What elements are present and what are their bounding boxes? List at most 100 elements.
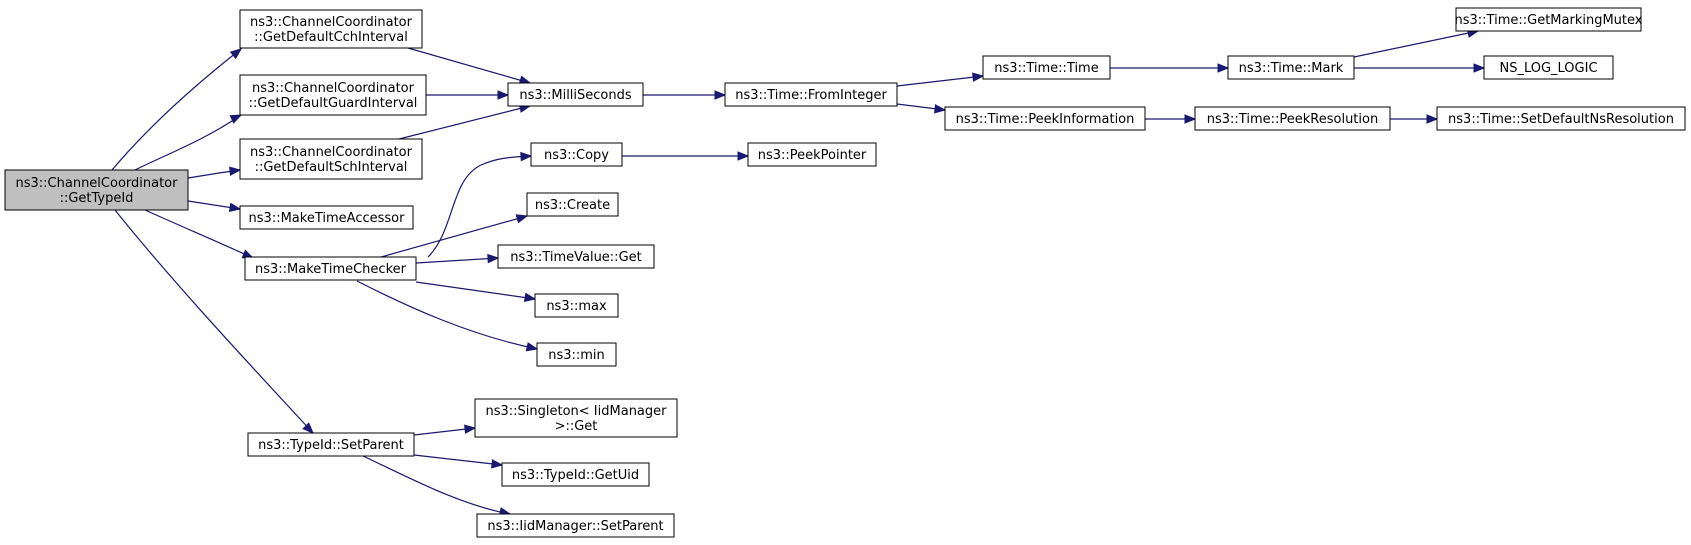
node-box[interactable] (476, 513, 675, 538)
edge-arrowhead (497, 90, 510, 100)
node-peekResolution[interactable]: ns3::Time::PeekResolution (1194, 106, 1391, 131)
edge-arrowhead (520, 151, 533, 162)
edge-arrowhead (491, 459, 504, 469)
node-label: ns3::MilliSeconds (519, 88, 632, 103)
nodes-layer: ns3::ChannelCoordinator::GetTypeIdns3::C… (4, 7, 1686, 538)
node-singletonGet[interactable]: ns3::Singleton< IidManager >::Get (474, 398, 678, 438)
node-box[interactable] (507, 82, 644, 107)
node-label: ns3::PeekPointer (758, 148, 867, 163)
edge-getTypeId-to-makeTimeChecker (144, 209, 255, 259)
edge-line (415, 281, 536, 300)
node-label: ns3::max (546, 299, 607, 314)
node-copy[interactable]: ns3::Copy (530, 142, 623, 167)
node-label: ns3::min (548, 348, 605, 363)
node-label: ::GetDefaultSchInterval (255, 160, 408, 175)
node-box[interactable] (1227, 55, 1355, 80)
edge-arrowhead (302, 422, 314, 434)
node-setDefaultNsRes[interactable]: ns3::Time::SetDefaultNsResolution (1436, 106, 1686, 131)
edge-fromInteger-to-peekInformation (896, 103, 947, 114)
edges-layer (111, 28, 1486, 517)
node-label: ns3::ChannelCoordinator (16, 176, 179, 191)
node-nsLogLogic[interactable]: NS_LOG_LOGIC (1483, 55, 1614, 80)
node-getDefaultCch[interactable]: ns3::ChannelCoordinator::GetDefaultCchIn… (239, 9, 423, 49)
node-box[interactable] (4, 169, 189, 211)
node-box[interactable] (747, 142, 877, 167)
node-box[interactable] (239, 138, 423, 180)
node-box[interactable] (247, 432, 415, 457)
edge-line (362, 455, 511, 515)
node-peekPointer[interactable]: ns3::PeekPointer (747, 142, 877, 167)
edge-getTypeId-to-setParent (114, 209, 314, 434)
node-box[interactable] (474, 398, 678, 438)
edge-makeTimeChecker-to-create (380, 214, 529, 258)
node-box[interactable] (1194, 106, 1391, 131)
node-setParent[interactable]: ns3::TypeId::SetParent (247, 432, 415, 457)
edge-arrowhead (737, 151, 750, 161)
node-box[interactable] (534, 293, 619, 318)
node-box[interactable] (530, 142, 623, 167)
node-box[interactable] (239, 74, 427, 116)
node-label: ns3::Singleton< IidManager (485, 404, 667, 419)
node-box[interactable] (501, 462, 650, 487)
node-milliSeconds[interactable]: ns3::MilliSeconds (507, 82, 644, 107)
node-label: ns3::Copy (544, 148, 609, 163)
node-label: ns3::Time::FromInteger (735, 88, 887, 103)
edge-arrowhead (1217, 63, 1230, 73)
edge-makeTimeChecker-to-timeValueGet (415, 253, 500, 264)
node-min[interactable]: ns3::min (536, 342, 617, 367)
node-label: ns3::Time::SetDefaultNsResolution (1448, 112, 1674, 127)
node-box[interactable] (1436, 106, 1686, 131)
node-timeTime[interactable]: ns3::Time::Time (982, 55, 1111, 80)
edge-line (134, 114, 242, 171)
node-getUid[interactable]: ns3::TypeId::GetUid (501, 462, 650, 487)
node-timeMark[interactable]: ns3::Time::Mark (1227, 55, 1355, 80)
edge-arrowhead (229, 114, 243, 124)
node-max[interactable]: ns3::max (534, 293, 619, 318)
node-getDefaultGuard[interactable]: ns3::ChannelCoordinator::GetDefaultGuard… (239, 74, 427, 116)
node-makeTimeAccessor[interactable]: ns3::MakeTimeAccessor (239, 205, 414, 230)
node-box[interactable] (724, 82, 898, 107)
node-box[interactable] (1483, 55, 1614, 80)
node-box[interactable] (536, 342, 617, 367)
edge-makeTimeChecker-to-copy (427, 151, 533, 258)
node-label: ns3::TypeId::SetParent (258, 438, 404, 453)
node-label: ns3::Time::Mark (1239, 61, 1344, 76)
node-box[interactable] (497, 244, 655, 269)
edge-line (111, 48, 242, 171)
node-box[interactable] (244, 256, 417, 281)
node-box[interactable] (239, 9, 423, 49)
node-label: ns3::Create (535, 198, 610, 213)
node-box[interactable] (944, 106, 1146, 131)
edge-arrowhead (464, 424, 477, 434)
edge-arrowhead (714, 90, 727, 100)
node-fromInteger[interactable]: ns3::Time::FromInteger (724, 82, 898, 107)
edge-timeMark-to-nsLogLogic (1354, 63, 1486, 73)
edge-getTypeId-to-getDefaultGuard (134, 114, 243, 171)
node-label: ns3::Time::PeekResolution (1207, 112, 1378, 127)
node-create[interactable]: ns3::Create (526, 192, 619, 217)
node-peekInformation[interactable]: ns3::Time::PeekInformation (944, 106, 1146, 131)
node-timeValueGet[interactable]: ns3::TimeValue::Get (497, 244, 655, 269)
node-getTypeId[interactable]: ns3::ChannelCoordinator::GetTypeId (4, 169, 189, 211)
node-label: ::GetDefaultCchInterval (254, 30, 408, 45)
edge-line (356, 280, 538, 350)
node-box[interactable] (239, 205, 414, 230)
node-label: NS_LOG_LOGIC (1499, 61, 1597, 76)
node-getMarkingMutex[interactable]: ns3::Time::GetMarkingMutex (1455, 7, 1643, 32)
edge-timeMark-to-getMarkingMutex (1353, 28, 1480, 58)
edge-getTypeId-to-getDefaultCch (111, 48, 243, 171)
edge-peekInformation-to-peekResolution (1145, 114, 1197, 124)
node-getDefaultSch[interactable]: ns3::ChannelCoordinator::GetDefaultSchIn… (239, 138, 423, 180)
node-box[interactable] (1455, 7, 1642, 32)
node-label: ns3::TimeValue::Get (510, 250, 642, 265)
edge-peekResolution-to-setDefaultNsRes (1390, 114, 1439, 124)
node-iidSetParent[interactable]: ns3::IidManager::SetParent (476, 513, 675, 538)
node-box[interactable] (526, 192, 619, 217)
edge-getTypeId-to-makeTimeAccessor (187, 200, 242, 212)
edge-line (144, 209, 254, 259)
node-makeTimeChecker[interactable]: ns3::MakeTimeChecker (244, 256, 417, 281)
node-box[interactable] (982, 55, 1111, 80)
edge-arrowhead (229, 166, 242, 176)
edge-arrowhead (487, 253, 500, 264)
